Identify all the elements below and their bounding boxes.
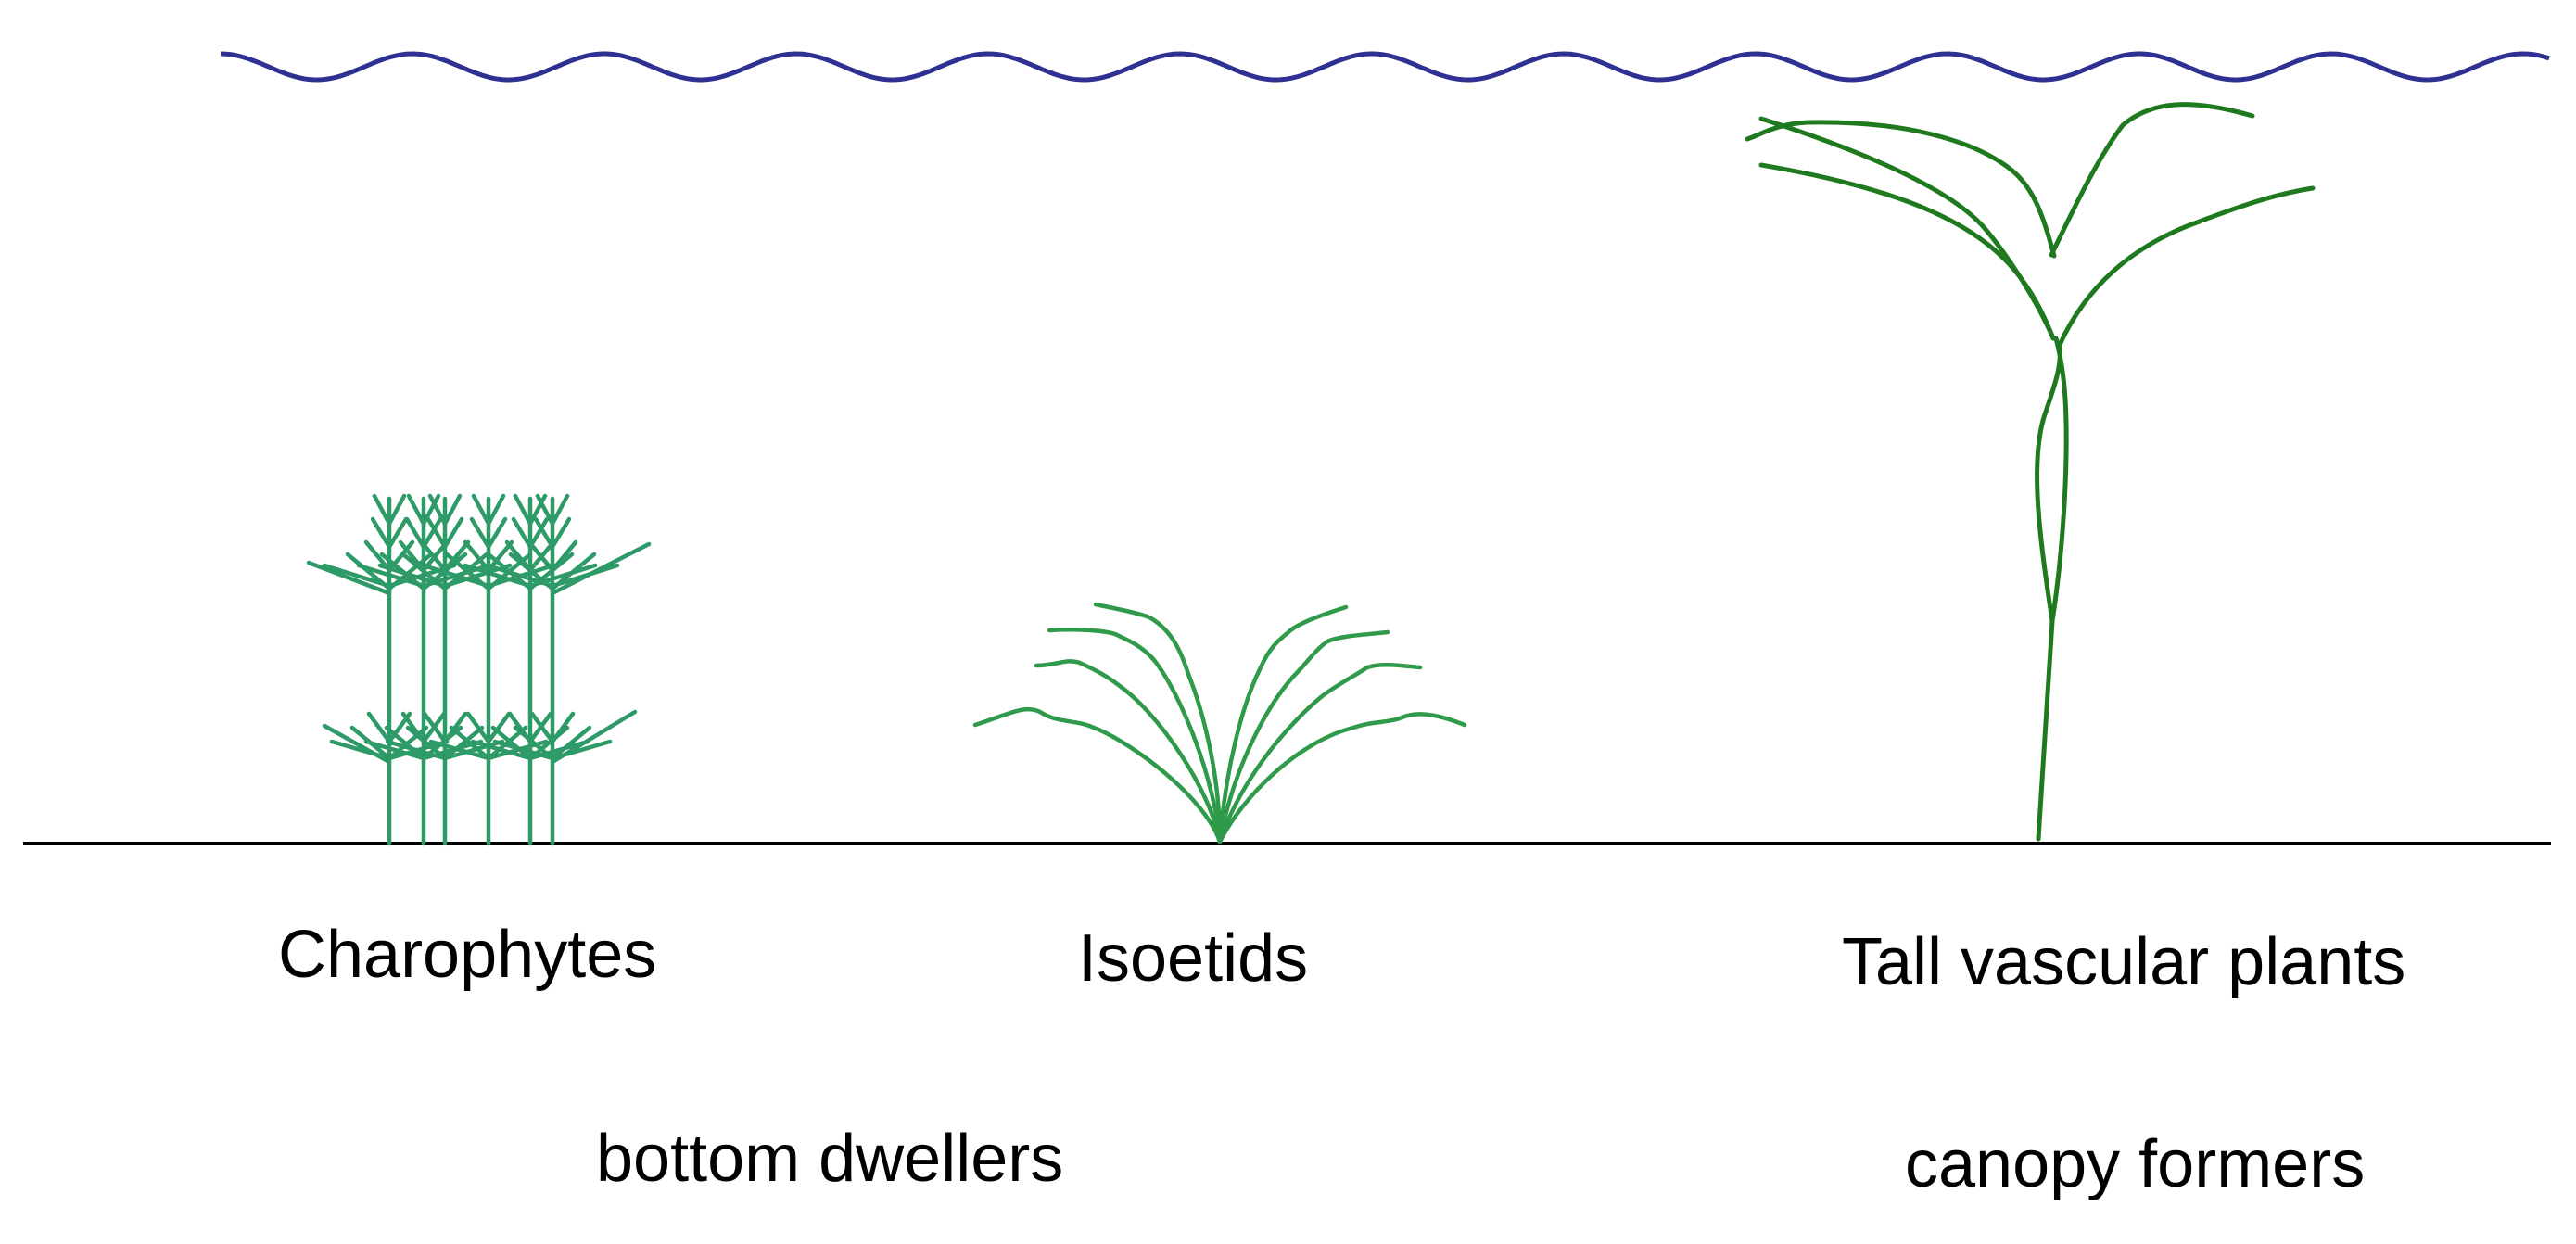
- charophytes-label: Charophytes: [278, 918, 656, 992]
- tall-vascular-plant: [1745, 102, 2316, 842]
- bottom-dwellers-label: bottom dwellers: [596, 1122, 1063, 1196]
- charophyte-plants: [306, 493, 652, 846]
- tall-vascular-plants-label: Tall vascular plants: [1842, 925, 2405, 999]
- canopy-formers-label: canopy formers: [1905, 1127, 2365, 1201]
- isoetid-plant: [972, 602, 1467, 844]
- water-surface-line: [220, 51, 2550, 83]
- isoetids-label: Isoetids: [1078, 921, 1308, 996]
- charophyte-branches: [306, 493, 652, 846]
